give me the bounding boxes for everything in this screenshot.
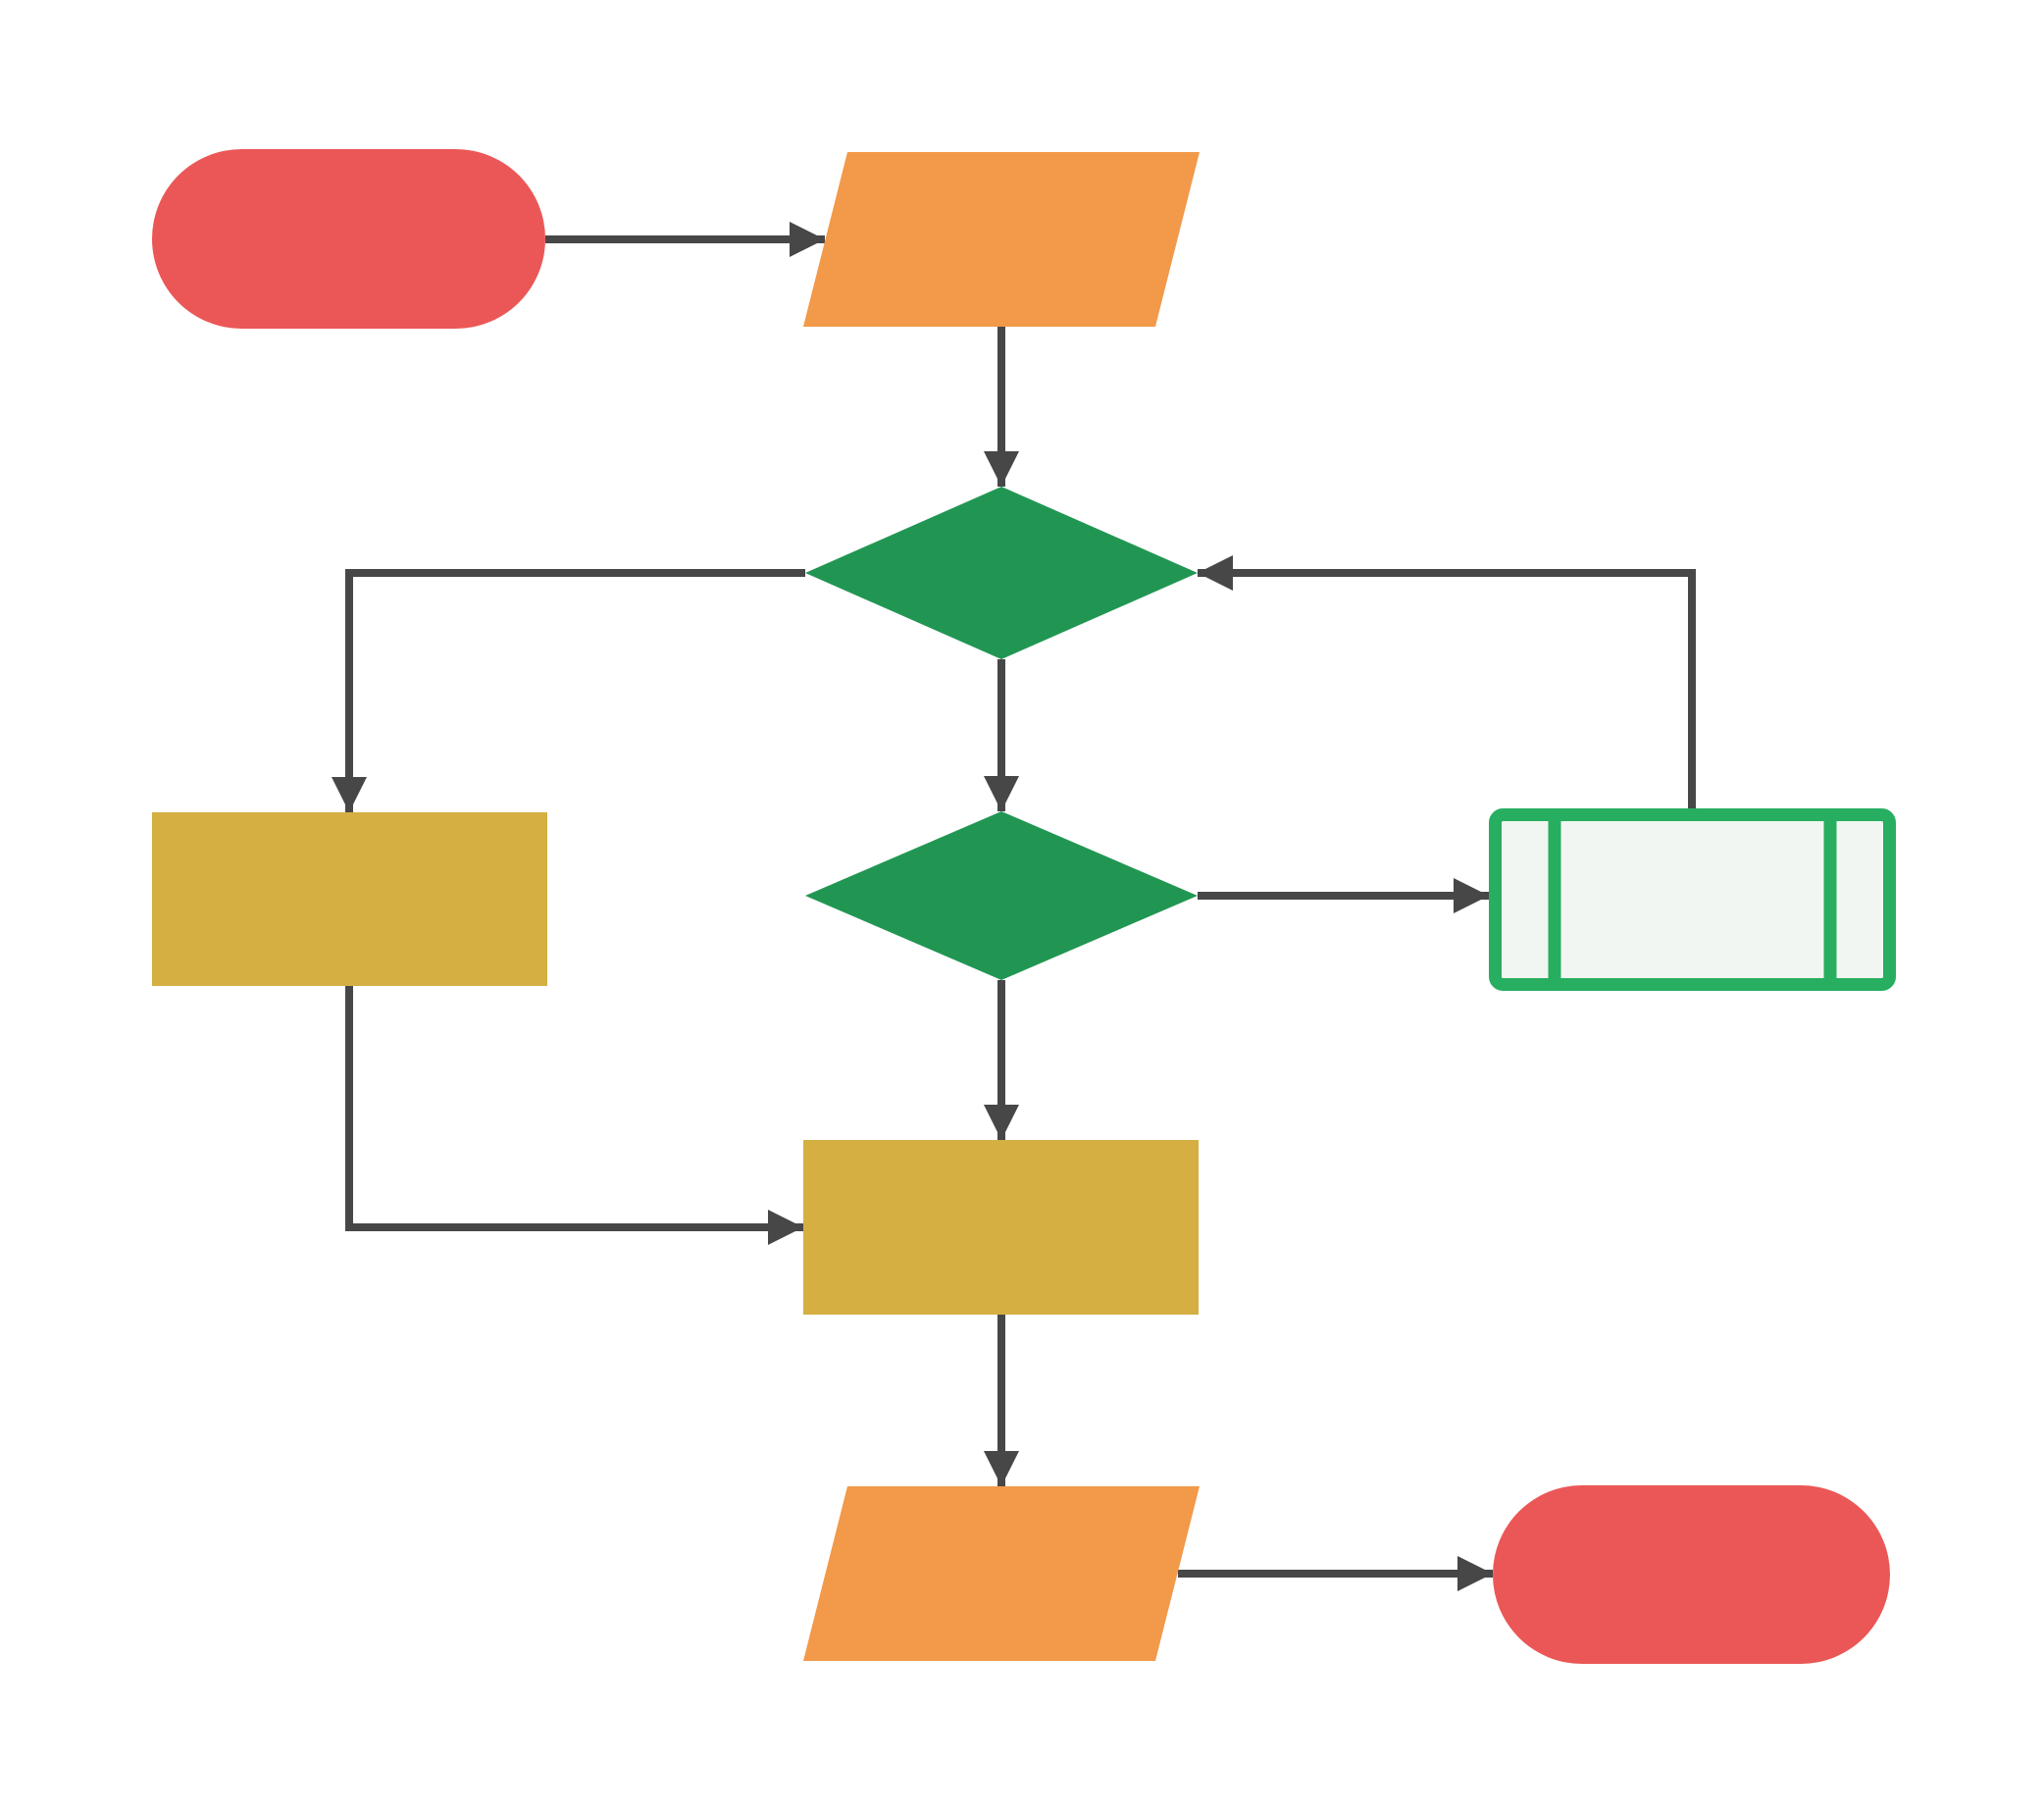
process-center-node: [803, 1140, 1199, 1315]
decision-1-node: [805, 487, 1198, 659]
terminator-end-node: [1493, 1485, 1890, 1664]
predefined-process-node-body: [1489, 808, 1896, 991]
decision-2-node: [805, 811, 1198, 980]
terminator-start-node: [152, 149, 545, 329]
predefined-process-node: [1489, 808, 1896, 991]
input-output-bottom-node: [803, 1486, 1200, 1661]
edge-predefined-to-decision-1: [1198, 555, 1696, 808]
edge-decision-1-to-process-left: [332, 569, 805, 812]
edge-layer: [332, 222, 1696, 1591]
process-left-node: [152, 812, 547, 986]
input-output-top-node: [803, 152, 1200, 327]
edge-process-left-to-process-center: [345, 986, 803, 1245]
node-layer: [152, 149, 1896, 1664]
